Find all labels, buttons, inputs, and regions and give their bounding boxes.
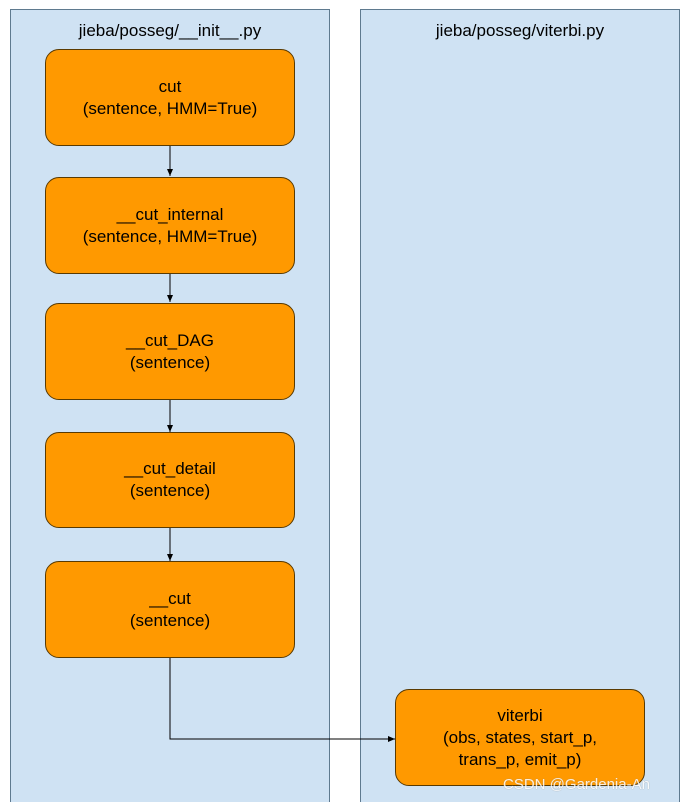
node-cut-detail-name: __cut_detail xyxy=(124,459,216,478)
node-cut-private: __cut (sentence) xyxy=(45,561,295,658)
lane-viterbi-py: jieba/posseg/viterbi.py xyxy=(360,9,680,802)
node-cut-name: cut xyxy=(158,76,182,96)
node-viterbi: viterbi (obs, states, start_p, trans_p, … xyxy=(395,689,645,786)
node-cut-internal-args: (sentence, HMM=True) xyxy=(82,226,258,246)
lane-title-viterbi-py: jieba/posseg/viterbi.py xyxy=(435,21,605,40)
node-cut-internal: __cut_internal (sentence, HMM=True) xyxy=(45,177,295,274)
node-cut-dag-args: (sentence) xyxy=(129,352,211,372)
node-cut-private-args: (sentence) xyxy=(129,610,211,630)
lane-title-init-py: jieba/posseg/__init__.py xyxy=(78,21,262,40)
watermark: CSDN @Gardenia-An xyxy=(503,776,650,793)
node-cut-detail: __cut_detail (sentence) xyxy=(45,432,295,528)
node-viterbi-args-2: trans_p, emit_p) xyxy=(458,749,582,769)
node-cut-dag: __cut_DAG (sentence) xyxy=(45,303,295,400)
node-cut-detail-args: (sentence) xyxy=(129,481,211,500)
node-cut-internal-name: __cut_internal xyxy=(116,204,224,224)
node-viterbi-name: viterbi xyxy=(497,705,543,725)
node-cut-dag-name: __cut_DAG xyxy=(126,330,214,350)
node-cut-private-name: __cut xyxy=(149,588,191,608)
node-cut-args: (sentence, HMM=True) xyxy=(82,98,258,118)
node-cut: cut (sentence, HMM=True) xyxy=(45,49,295,146)
edge-cut-to-viterbi xyxy=(169,658,395,742)
node-viterbi-args-1: (obs, states, start_p, xyxy=(442,727,597,747)
